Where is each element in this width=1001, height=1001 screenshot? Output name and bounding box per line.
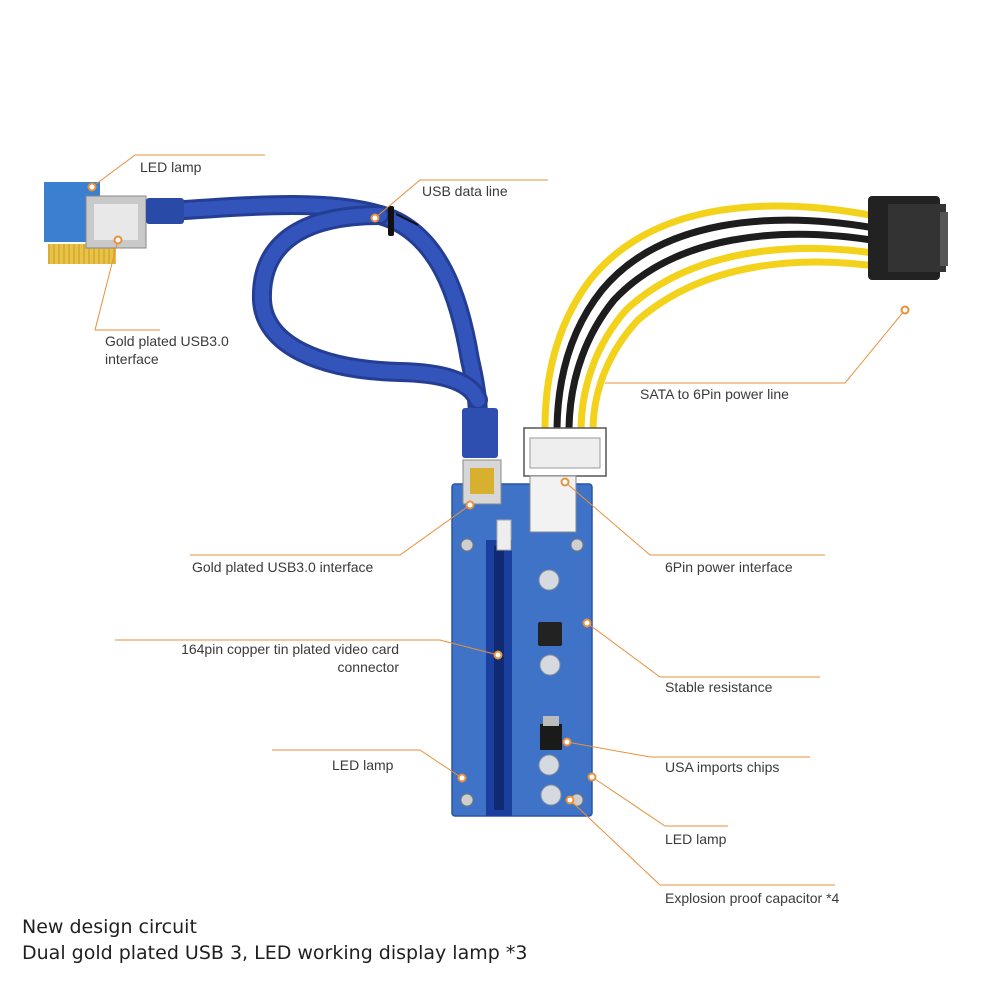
callout-resistance: [586, 622, 820, 678]
label-led-lamp-top: LED lamp: [140, 159, 202, 175]
callout-sata: [605, 309, 906, 384]
label-connector-2: connector: [337, 659, 399, 675]
callout-led-left: [272, 749, 463, 779]
callout-connector: [115, 639, 499, 656]
label-gold-usb-left-1: Gold plated USB3.0: [105, 333, 229, 349]
label-6pin-power: 6Pin power interface: [665, 559, 793, 575]
label-connector-1: 164pin copper tin plated video card: [181, 641, 399, 657]
callout-led-right: [591, 776, 728, 827]
label-usb-data-line: USB data line: [422, 183, 508, 199]
power-cable: [523, 196, 948, 477]
caption-line-2: Dual gold plated USB 3, LED working disp…: [22, 942, 528, 964]
label-usa-chips: USA imports chips: [665, 759, 780, 775]
x1-adapter-card: [44, 182, 184, 264]
callout-gold-usb-mid: [190, 504, 471, 556]
label-led-lamp-right: LED lamp: [665, 831, 727, 847]
callout-lines: [91, 154, 906, 886]
riser-board: [451, 408, 593, 817]
label-stable-resistance: Stable resistance: [665, 679, 773, 695]
callout-led-top: [91, 154, 265, 188]
callout-6pin: [564, 481, 825, 556]
caption-line-1: New design circuit: [22, 916, 197, 938]
callout-usa: [566, 741, 810, 758]
label-led-lamp-left: LED lamp: [332, 757, 394, 773]
callout-gold-usb-left: [94, 239, 160, 331]
callout-usb-data: [374, 179, 548, 219]
label-gold-usb-mid: Gold plated USB3.0 interface: [192, 559, 374, 575]
label-sata-power: SATA to 6Pin power line: [640, 386, 789, 402]
usb-cable: [175, 195, 488, 430]
label-gold-usb-left-2: interface: [105, 351, 159, 367]
label-capacitor: Explosion proof capacitor *4: [665, 890, 840, 906]
callout-capacitor: [569, 799, 835, 886]
